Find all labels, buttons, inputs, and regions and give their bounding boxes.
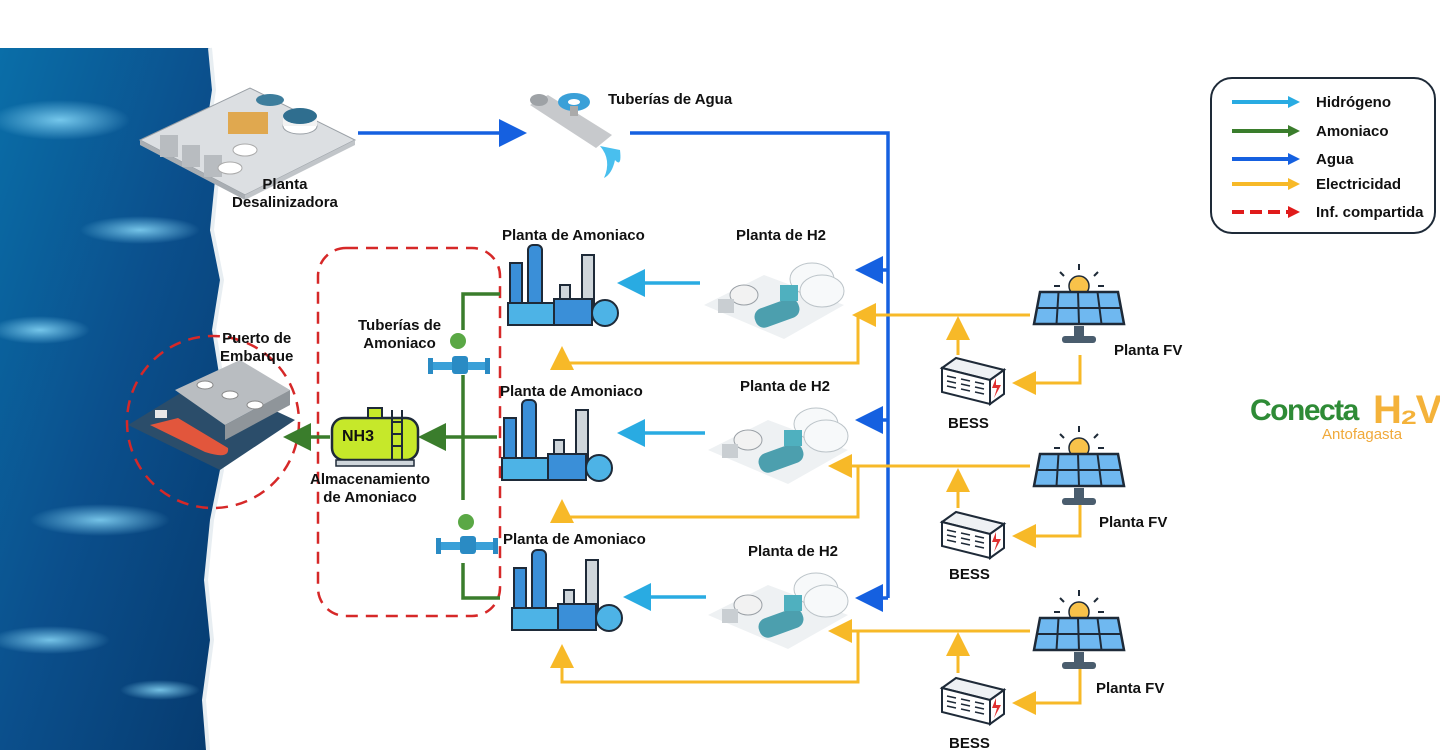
port-label-line2: Embarque	[220, 348, 294, 365]
ammonia-arrow-icon	[1232, 125, 1300, 137]
h2-plant-label: Planta de H2	[748, 543, 839, 560]
legend: Hidrógeno Amoniaco Agua Electricidad Inf…	[1210, 77, 1436, 234]
pv-plant-label: Planta FV	[1099, 514, 1168, 531]
logo-sub-text: Antofagasta	[1322, 426, 1403, 443]
legend-item-shared: Inf. compartida	[1230, 202, 1424, 222]
hydrogen-arrow-icon	[1232, 96, 1300, 108]
port-icon	[128, 360, 295, 470]
legend-label: Electricidad	[1316, 175, 1402, 193]
legend-label: Amoniaco	[1316, 122, 1389, 140]
ammonia-tank-text: NH3	[342, 428, 375, 445]
bess-label: BESS	[949, 566, 990, 583]
water-arrow-icon	[1232, 153, 1300, 165]
ammonia-plant-icon	[501, 399, 613, 482]
solar-panel-icon	[1032, 426, 1126, 505]
water-pipe-icon	[530, 93, 621, 178]
ammonia-storage-label-line2: de Amoniaco	[323, 489, 417, 506]
h2-plant-icons	[704, 262, 849, 649]
ammonia-plant-label: Planta de Amoniaco	[502, 227, 645, 244]
electricity-flow	[550, 303, 1082, 715]
bess-label: BESS	[949, 735, 990, 752]
solar-panel-icon	[1032, 590, 1126, 669]
sea-background	[0, 47, 225, 750]
solar-panel-icon	[1032, 264, 1126, 343]
h2-plant-icon	[704, 262, 845, 339]
legend-item-water: Agua	[1230, 149, 1354, 169]
legend-item-hydrogen: Hidrógeno	[1230, 92, 1391, 112]
logo-accent-text: H₂V	[1373, 388, 1440, 432]
h2-plant-label: Planta de H2	[740, 378, 831, 395]
port-label-line1: Puerto de	[222, 330, 292, 347]
pv-plant-icons	[1032, 264, 1126, 669]
desalination-label: Planta Desalinizadora	[232, 176, 338, 212]
legend-item-electricity: Electricidad	[1230, 174, 1401, 194]
ammonia-pipes-label: Tuberías de Amoniaco	[358, 317, 441, 353]
conecta-h2v-logo: Conecta H₂V Antofagasta	[1250, 388, 1440, 448]
port-shared-boundary	[125, 334, 301, 510]
port-label: Puerto de Embarque	[220, 330, 293, 366]
ammonia-plant-label: Planta de Amoniaco	[500, 383, 643, 400]
pv-plant-label: Planta FV	[1096, 680, 1165, 697]
battery-storage-icon	[939, 356, 1007, 406]
shared-infra-arrow-icon	[1232, 206, 1300, 218]
ammonia-storage-label-line1: Almacenamiento	[310, 471, 431, 488]
h2-plant-icon	[708, 407, 849, 484]
ammonia-plant-icon	[507, 244, 619, 327]
ammonia-plant-icons	[501, 244, 623, 632]
desalination-label-line2: Desalinizadora	[232, 194, 338, 211]
h2-plant-icon	[708, 572, 849, 649]
desalination-plant-icon	[138, 87, 357, 200]
ammonia-storage-label: Almacenamiento de Amoniaco	[310, 471, 430, 507]
legend-label: Hidrógeno	[1316, 93, 1391, 111]
ammonia-pipes-label-line2: Amoniaco	[363, 335, 436, 352]
ammonia-plant-label: Planta de Amoniaco	[503, 531, 646, 548]
h2-plant-label: Planta de H2	[736, 227, 827, 244]
pv-plant-label: Planta FV	[1114, 342, 1183, 359]
water-pipes-label: Tuberías de Agua	[608, 91, 733, 108]
legend-label: Inf. compartida	[1316, 203, 1424, 221]
ammonia-plant-icon	[511, 549, 623, 632]
legend-label: Agua	[1316, 150, 1354, 168]
ammonia-pipes-label-line1: Tuberías de	[358, 317, 442, 334]
bess-icons	[939, 356, 1007, 726]
legend-item-ammonia: Amoniaco	[1230, 121, 1389, 141]
battery-storage-icon	[939, 510, 1007, 560]
ammonia-flow	[283, 292, 500, 600]
electricity-arrow-icon	[1232, 178, 1300, 190]
ammonia-pipe-icon	[428, 333, 498, 554]
desalination-label-line1: Planta	[262, 176, 308, 193]
bess-label: BESS	[948, 415, 989, 432]
water-flow	[358, 119, 890, 612]
ammonia-tank-icon	[330, 407, 420, 467]
logo-main-text: Conecta	[1250, 394, 1359, 427]
battery-storage-icon	[939, 676, 1007, 726]
hydrogen-flow	[617, 269, 706, 611]
ammonia-shared-boundary	[316, 246, 502, 618]
